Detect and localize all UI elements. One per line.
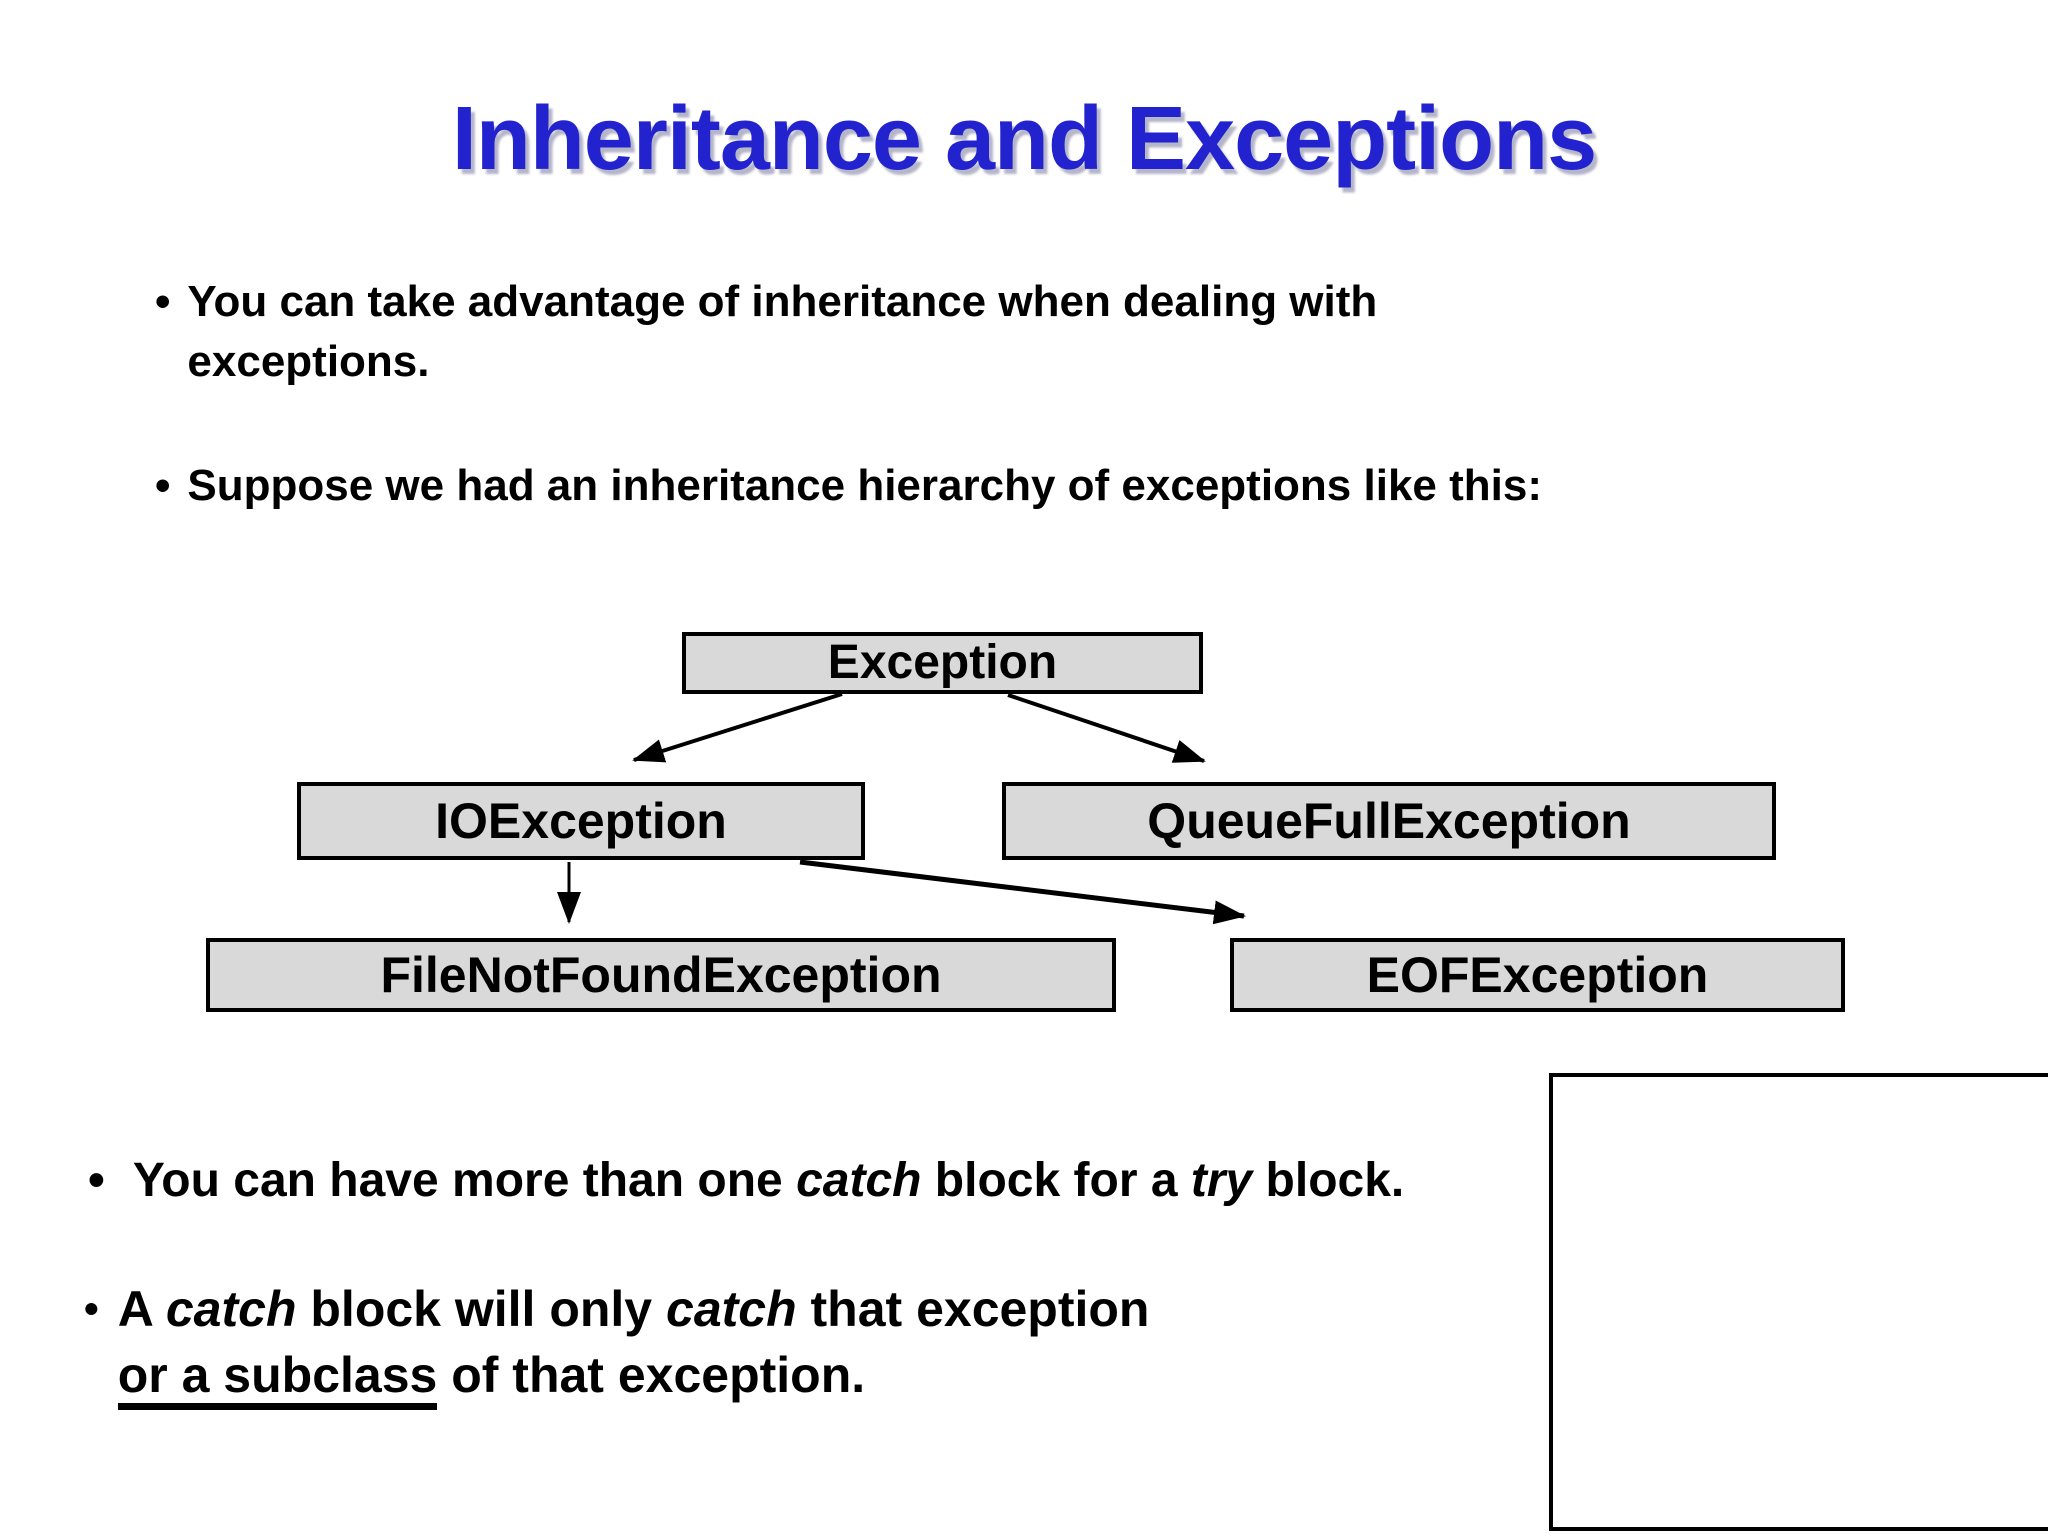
text-segment: block. bbox=[1252, 1154, 1405, 1207]
node-filenotfoundexception: FileNotFoundException bbox=[206, 938, 1116, 1012]
bullet-multiple-catch-blocks: • You can have more than one catch block… bbox=[88, 1150, 1404, 1212]
edge-exception-queuefullexception bbox=[1007, 693, 1206, 763]
bullet-text: You can have more than one catch block f… bbox=[133, 1150, 1404, 1212]
text-segment: or a subclass bbox=[117, 1347, 438, 1410]
bullet-icon: • bbox=[155, 461, 171, 510]
text-segment: block for a bbox=[921, 1154, 1191, 1207]
edge-exception-ioexception bbox=[632, 692, 843, 763]
text-segment: of that exception. bbox=[437, 1347, 866, 1403]
bullet-text: Suppose we had an inheritance hierarchy … bbox=[187, 456, 1542, 516]
bullet-line: exceptions. bbox=[187, 337, 430, 386]
bullet-inheritance-advantage: • You can take advantage of inheritance … bbox=[155, 272, 1377, 392]
bullet-icon: • bbox=[84, 1285, 99, 1332]
empty-note-box bbox=[1549, 1073, 2048, 1531]
text-segment: You can have more than one bbox=[132, 1154, 797, 1207]
page-title: Inheritance and Exceptions bbox=[451, 89, 1597, 189]
bullet-line: You can take advantage of inheritance wh… bbox=[187, 277, 1378, 326]
bullet-text: You can take advantage of inheritance wh… bbox=[187, 272, 1377, 392]
node-eofexception: EOFException bbox=[1230, 938, 1845, 1012]
bullet-line: You can have more than one catch block f… bbox=[133, 1150, 1404, 1212]
text-segment: catch bbox=[165, 1281, 297, 1337]
bullet-text: A catch block will only catch that excep… bbox=[117, 1276, 1150, 1410]
node-ioexception: IOException bbox=[297, 782, 865, 860]
text-segment: that exception bbox=[796, 1281, 1150, 1337]
bullet-line: Suppose we had an inheritance hierarchy … bbox=[187, 461, 1542, 510]
text-segment: try bbox=[1190, 1154, 1253, 1207]
bullet-catch-subclass: • A catch block will only catch that exc… bbox=[84, 1276, 1150, 1410]
node-exception: Exception bbox=[682, 632, 1203, 694]
bullet-icon: • bbox=[88, 1154, 105, 1207]
bullet-line: A catch block will only catch that excep… bbox=[118, 1276, 1150, 1342]
edge-ioexception-eofexception bbox=[799, 859, 1246, 925]
bullet-icon: • bbox=[155, 277, 171, 326]
bullet-line: or a subclass of that exception. bbox=[117, 1342, 1150, 1410]
text-segment: A bbox=[117, 1281, 166, 1337]
node-queuefullexception: QueueFullException bbox=[1002, 782, 1776, 860]
text-segment: catch bbox=[796, 1154, 922, 1207]
text-segment: catch bbox=[666, 1281, 797, 1337]
bullet-suppose-hierarchy: • Suppose we had an inheritance hierarch… bbox=[155, 456, 1542, 516]
text-segment: block will only bbox=[296, 1281, 667, 1337]
